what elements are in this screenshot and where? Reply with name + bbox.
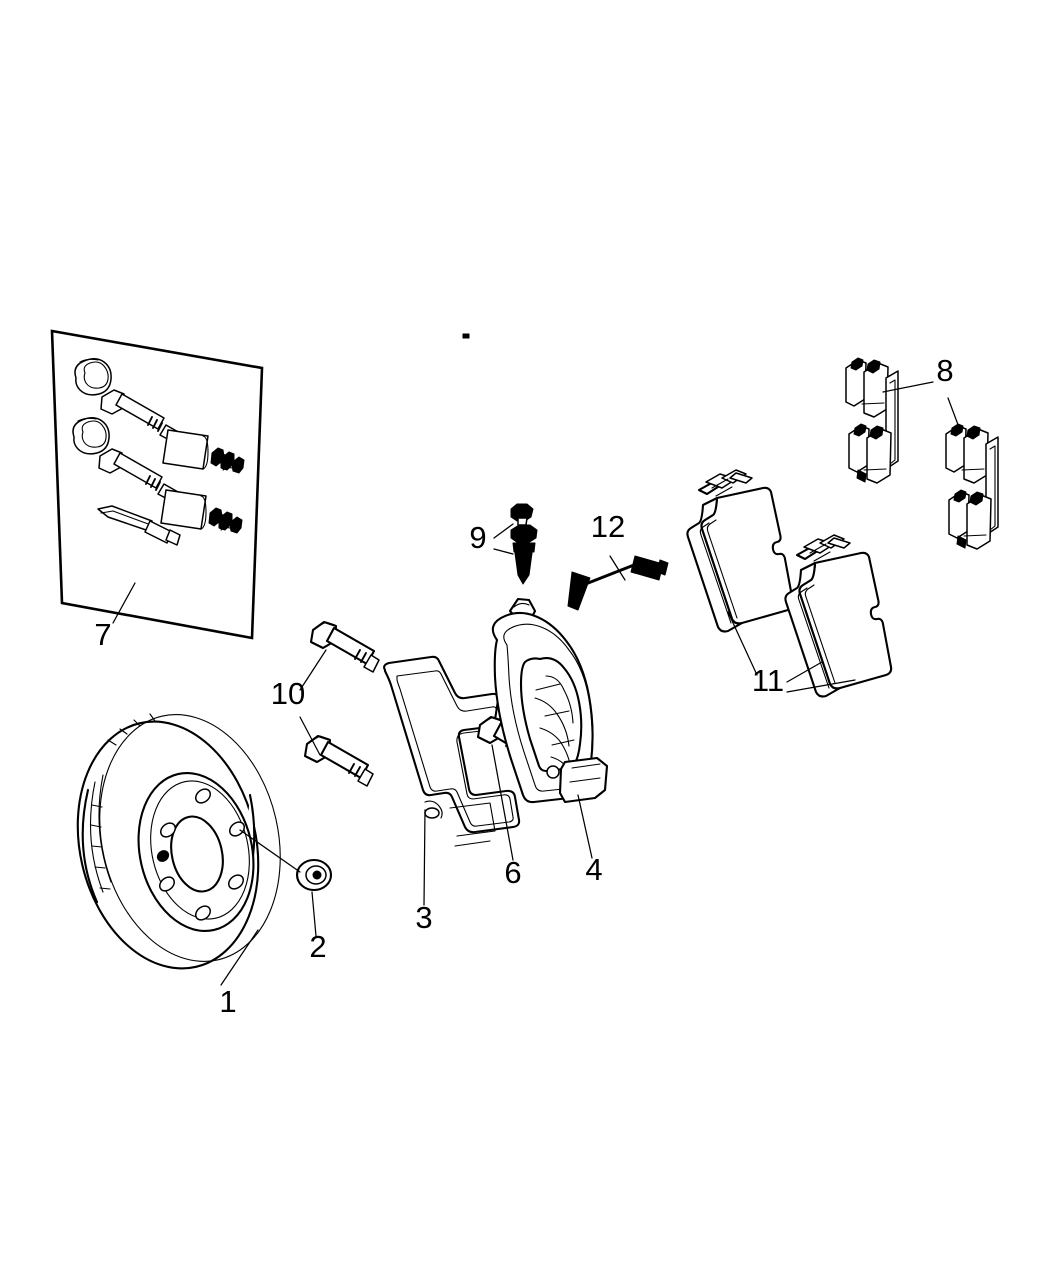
- leader-10-lower: [299, 716, 321, 756]
- leader-9-screw: [493, 548, 514, 555]
- rotor-lug-holes: [156, 788, 245, 921]
- leader-9-cap: [493, 523, 514, 539]
- leader-2: [311, 891, 317, 937]
- brake-pad-right-backing-plate: [784, 561, 842, 698]
- kit-bushing-lower: [72, 417, 110, 455]
- kit-box-outline: [50, 329, 264, 640]
- rotor-hub-flange-inner: [150, 780, 250, 920]
- callout-label-4: 4: [585, 852, 602, 887]
- leader-4: [577, 794, 593, 859]
- part-wear-sensor: [567, 555, 669, 611]
- part-brake-caliper: [491, 597, 609, 804]
- callout-label-1: 1: [219, 984, 236, 1019]
- kit-boot-lower: [208, 507, 243, 534]
- kit-spreader-clip: [97, 505, 181, 546]
- kit-bushing-upper: [74, 358, 112, 396]
- part-bleeder-screw: [510, 524, 538, 585]
- wear-sensor-wire: [581, 563, 636, 587]
- callout-label-3: 3: [415, 900, 432, 935]
- callout-labels: 1 2 3 4 6 7 8 9 10 11 12: [94, 353, 953, 1019]
- part-brake-rotor-group: [76, 713, 281, 970]
- kit-guide-pin-lower: [98, 448, 179, 503]
- callout-label-10: 10: [271, 676, 305, 711]
- kit-boot-upper: [210, 447, 245, 474]
- part-bracket-bolt-lower: [303, 734, 374, 787]
- caliper-fixing-hole: [546, 765, 560, 779]
- rotor-to-nut-reference-line: [239, 829, 301, 873]
- part-guide-pin-kit-group: [50, 329, 264, 640]
- scan-artifact-speck: [462, 333, 470, 339]
- leader-6: [491, 744, 514, 861]
- callout-label-2: 2: [309, 929, 326, 964]
- leader-11-left-pad: [727, 611, 758, 676]
- brake-pad-left-backing-plate: [686, 496, 744, 633]
- leader-8-right: [947, 397, 961, 431]
- part-bracket-bolt-upper: [309, 620, 380, 673]
- part-bleeder-cap: [510, 503, 534, 526]
- callout-label-8: 8: [936, 353, 953, 388]
- part-hub-retaining-nut: [295, 858, 333, 892]
- kit-sleeve-upper: [162, 429, 209, 470]
- callout-label-7: 7: [94, 617, 111, 652]
- part-spring-clip-left: [845, 357, 899, 484]
- part-spring-clip-right: [945, 423, 999, 550]
- callout-label-11: 11: [752, 663, 784, 698]
- kit-sleeve-lower: [160, 489, 207, 530]
- caliper-inner-contour: [503, 623, 593, 792]
- part-brake-pad-left: [686, 469, 795, 633]
- callout-label-6: 6: [504, 855, 521, 890]
- leader-11-right-pad-a: [786, 661, 823, 683]
- callout-label-12: 12: [591, 509, 625, 544]
- callout-leader-lines: [112, 381, 961, 986]
- rotor-center-bore: [170, 815, 224, 893]
- rotor-vane-ticks: [90, 713, 156, 890]
- leader-11-right-pad-b: [786, 679, 856, 693]
- part-brake-pad-right: [784, 534, 893, 698]
- caliper-bracket-body: [383, 655, 521, 834]
- kit-guide-pin-upper: [100, 389, 181, 444]
- leader-7: [112, 582, 136, 624]
- leader-3: [423, 809, 426, 906]
- caliper-bracket-inner-relief: [396, 670, 514, 827]
- leader-10-upper: [299, 649, 327, 691]
- callout-label-9: 9: [469, 520, 486, 555]
- leader-12: [609, 555, 626, 581]
- part-caliper-bracket: [383, 655, 521, 847]
- rotor-locating-pin-hole: [156, 850, 170, 862]
- leader-8-left: [882, 381, 934, 393]
- leader-1: [220, 929, 259, 986]
